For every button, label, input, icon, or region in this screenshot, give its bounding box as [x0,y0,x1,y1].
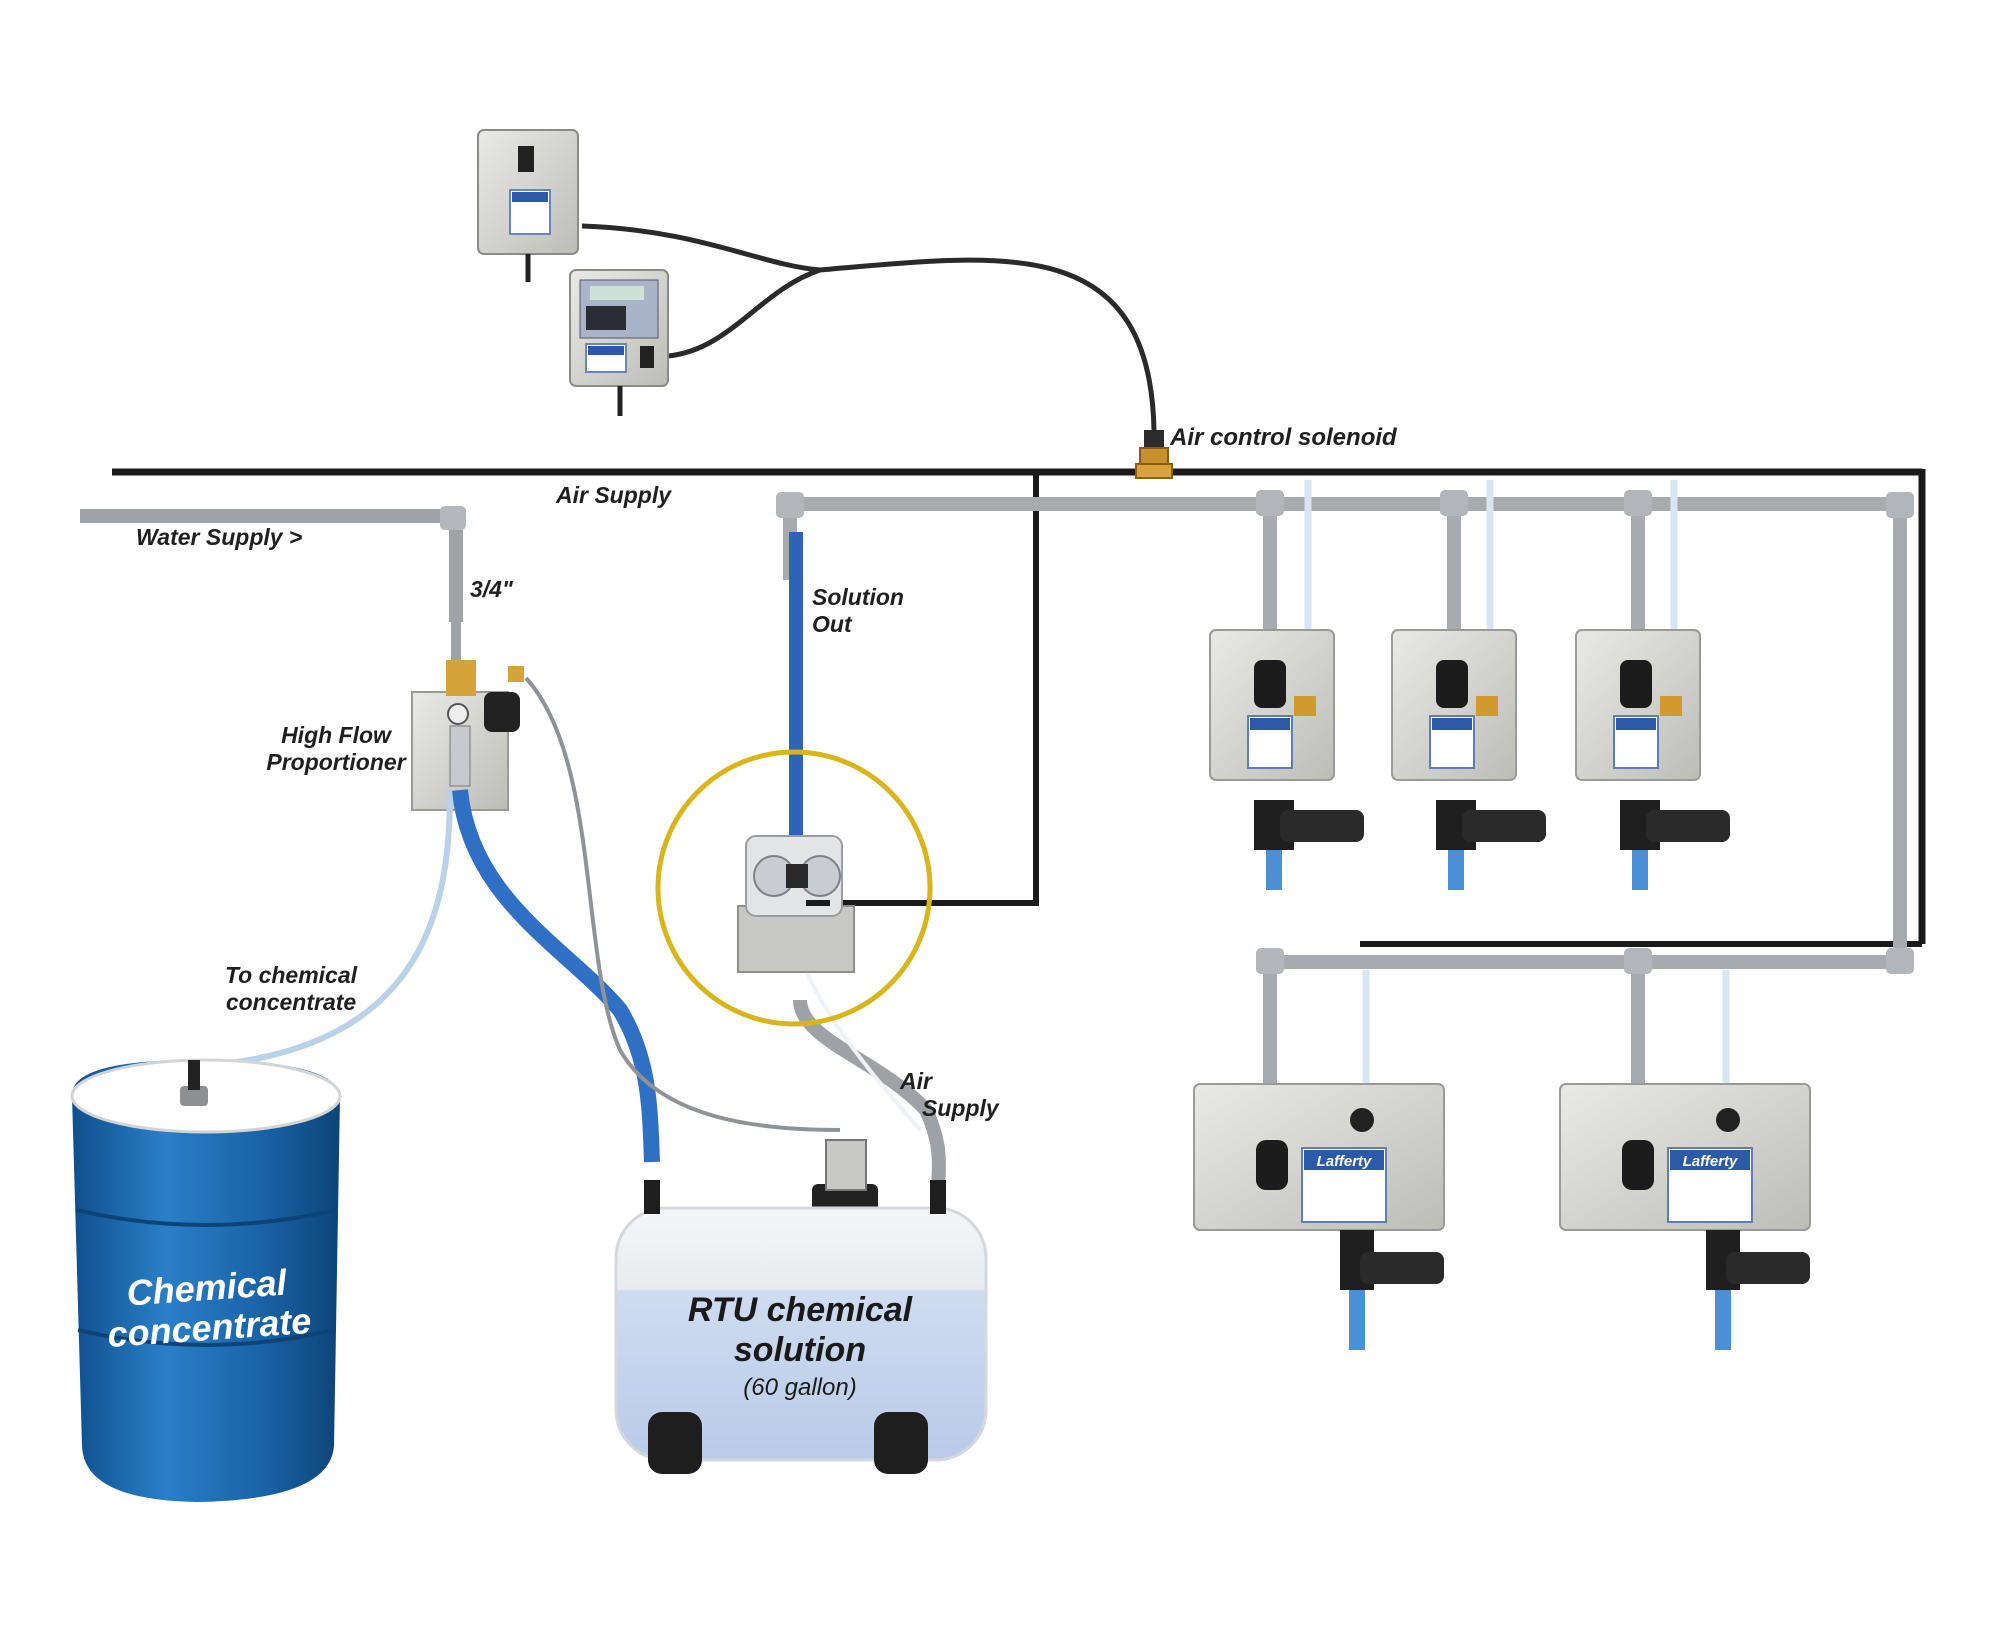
air-supply-label: Air Supply [556,482,672,508]
controller-box-icon [477,129,579,282]
solenoid-icon [1135,430,1173,479]
high-flow-proportioner-label: High Flow Proportioner [256,722,416,776]
proportioner-icon [411,660,524,811]
to-chemical-concentrate-label: To chemical concentrate [206,962,376,1016]
tank-air-supply-line-1: Air [900,1068,932,1094]
hoses [199,676,946,1187]
brand-label: Lafferty [1317,1153,1372,1170]
satellite-station-1 [1209,629,1364,890]
drum-icon [70,1058,342,1502]
solution-out-label: Solution Out [812,584,904,638]
to-chemical-line-2: concentrate [225,989,357,1015]
pipe-fittings [776,490,1914,974]
tank-air-supply-line-2: Supply [922,1095,999,1121]
pipe-size-label: 3/4" [470,576,513,602]
foam-station-2: Lafferty [1559,1083,1811,1350]
to-chemical-line-1: To chemical [224,962,358,988]
tank-icon [614,1139,988,1474]
drum-label: Chemical concentrate [89,1260,326,1356]
foam-station-1: Lafferty [1193,1083,1445,1350]
diaphragm-pump-icon [655,749,933,1027]
brand-label: Lafferty [1683,1153,1738,1170]
air-supply-line [112,468,1926,947]
tank-label-line-3: (60 gallon) [743,1374,857,1401]
air-feed-lines [1304,480,1730,1090]
satellite-station-3 [1575,629,1730,890]
timer-controller-icon [569,269,669,416]
high-flow-line-1: High Flow [281,722,391,748]
high-flow-line-2: Proportioner [266,749,406,775]
solution-out-line-1: Solution [812,584,904,610]
water-supply-label: Water Supply > [136,524,303,550]
satellite-station-2 [1391,629,1546,890]
solution-out-line-2: Out [812,611,852,637]
tank-air-supply-label: Air Supply [900,1068,999,1122]
tank-label-line-2: solution [733,1331,867,1369]
solution-pipe [783,497,1907,1110]
tank-label: RTU chemical solution (60 gallon) [650,1290,950,1406]
air-control-solenoid-label: Air control solenoid [1170,424,1397,451]
tank-label-line-1: RTU chemical [687,1291,913,1329]
